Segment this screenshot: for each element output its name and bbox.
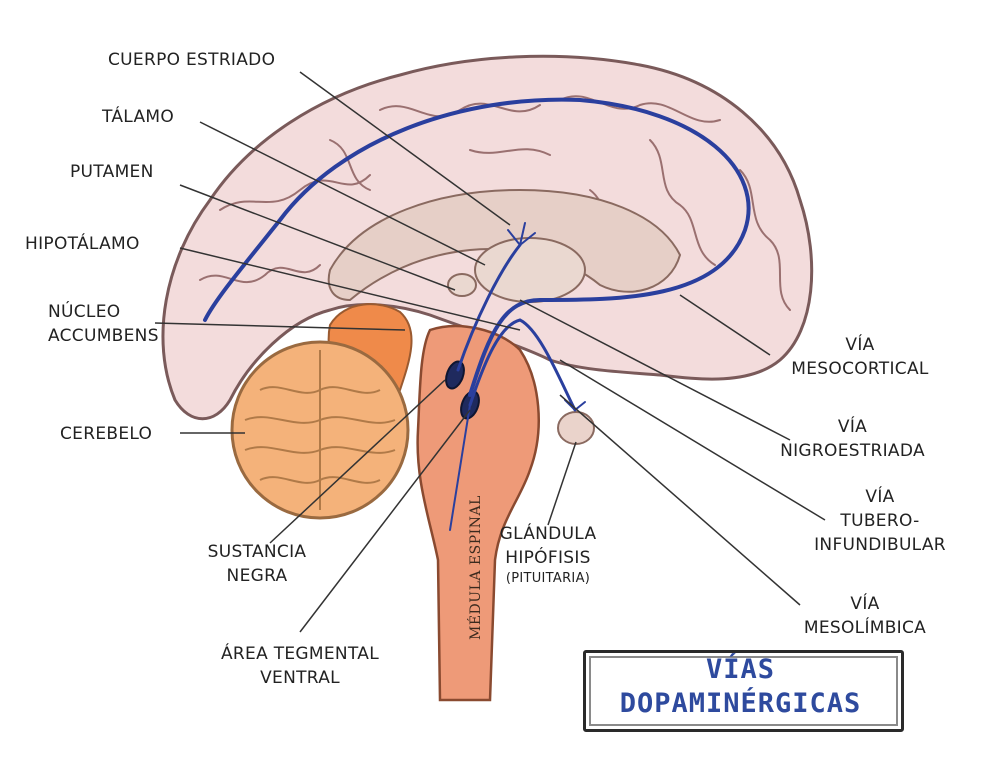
label-hipotalamo: HIPOTÁLAMO	[25, 234, 140, 254]
label-nucleo-line1: NÚCLEO	[48, 302, 121, 322]
label-tubero-line3: INFUNDIBULAR	[814, 535, 946, 555]
label-nucleo-line2: ACCUMBENS	[48, 326, 159, 346]
label-tubero-line2: TUBERO-	[840, 511, 920, 531]
label-sustancia-negra: SUSTANCIA NEGRA	[197, 540, 317, 588]
label-glandula-line2: HIPÓFISIS	[505, 548, 591, 568]
label-glandula-line3: (PITUITARIA)	[505, 571, 591, 586]
brainstem	[416, 324, 540, 702]
hypothalamus	[447, 273, 477, 297]
label-putamen: PUTAMEN	[70, 162, 154, 182]
leader-lines	[154, 71, 826, 633]
title-line1: VÍAS	[705, 654, 776, 685]
cerebellum	[230, 340, 410, 520]
label-via-nigroestriada: VÍA NIGROESTRIADA	[765, 415, 940, 463]
label-cuerpo-estriado: CUERPO ESTRIADO	[108, 50, 276, 70]
label-meso-line2: MESOCORTICAL	[791, 359, 929, 379]
nigrostriatal-pathway	[456, 243, 522, 372]
label-glandula-line1: GLÁNDULA	[499, 524, 597, 544]
label-mesol-line2: MESOLÍMBICA	[803, 618, 927, 638]
label-medula-espinal: MÉDULA ESPINAL	[468, 495, 484, 640]
mesolimbic-pathway	[468, 318, 577, 412]
label-via-mesolimbica: VÍA MESOLÍMBICA	[785, 592, 945, 640]
label-nigro-line2: NIGROESTRIADA	[780, 441, 925, 461]
label-area-tegmental: ÁREA TEGMENTAL VENTRAL	[200, 642, 400, 690]
label-nucleo-accumbens: NÚCLEO ACCUMBENS	[48, 300, 159, 348]
label-nigro-line1: VÍA	[837, 417, 868, 437]
label-tubero-line1: VÍA	[865, 487, 895, 507]
label-sustancia-line1: SUSTANCIA	[207, 542, 307, 562]
label-via-tubero-infundibular: VÍA TUBERO- INFUNDIBULAR	[800, 485, 960, 557]
label-cerebelo: CEREBELO	[60, 424, 153, 444]
label-sustancia-line2: NEGRA	[226, 566, 288, 586]
label-glandula-hipofisis: GLÁNDULA HIPÓFISIS (PITUITARIA)	[483, 522, 613, 588]
label-meso-line1: VÍA	[845, 335, 875, 355]
label-talamo: TÁLAMO	[102, 107, 175, 127]
label-via-mesocortical: VÍA MESOCORTICAL	[775, 333, 945, 381]
label-mesol-line1: VÍA	[850, 594, 880, 614]
mesocortical-pathway	[203, 97, 751, 397]
pituitary-gland	[557, 411, 595, 445]
dopamine-pathways	[203, 97, 751, 531]
title-banner	[583, 650, 904, 732]
label-area-line2: VENTRAL	[260, 668, 340, 688]
label-area-line1: ÁREA TEGMENTAL	[220, 644, 379, 664]
title-line2: DOPAMINÉRGICAS	[619, 688, 862, 719]
